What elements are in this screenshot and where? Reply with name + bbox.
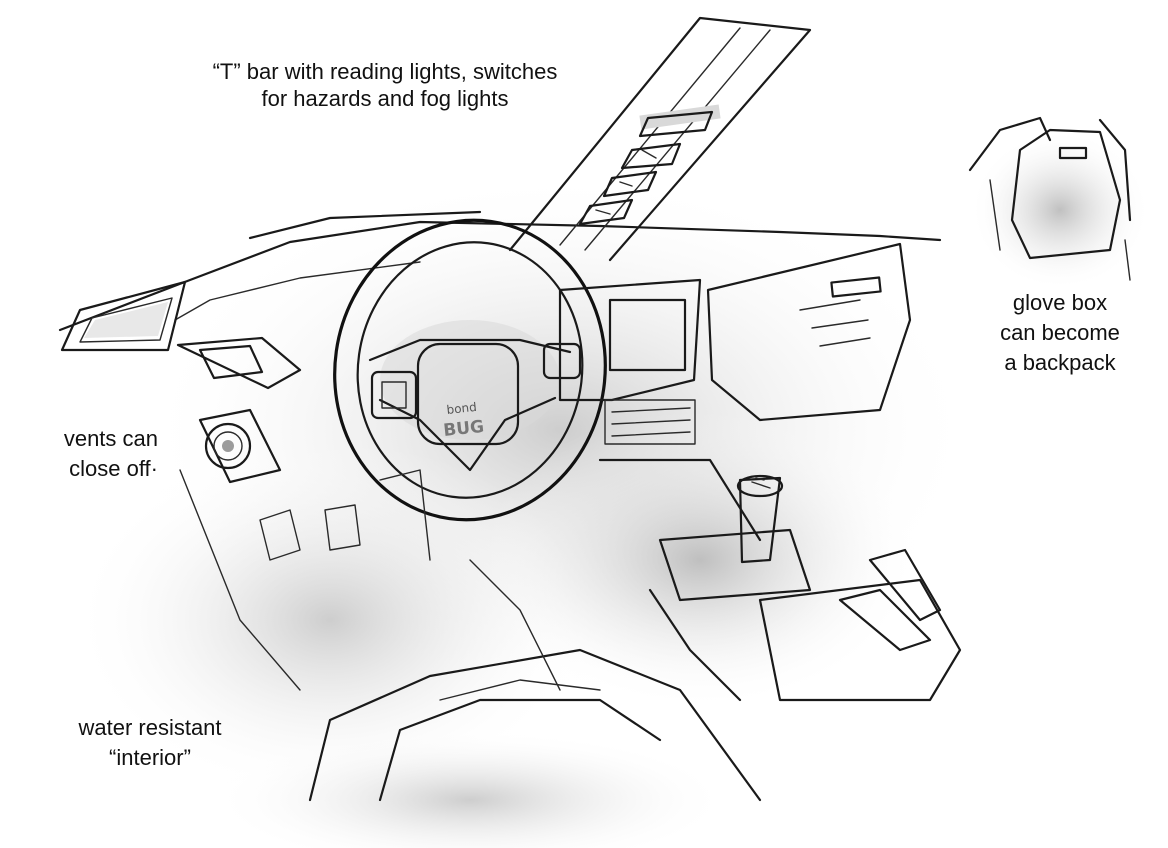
glove-box-annotation: glove box can become a backpack bbox=[985, 288, 1135, 378]
vents-annotation-line-1: vents can bbox=[63, 426, 158, 451]
vents-annotation-line-2: close off· bbox=[69, 456, 158, 481]
backpack-illustration bbox=[968, 116, 1132, 281]
badge-brand-top: bond bbox=[446, 400, 477, 417]
water-resistant-annotation: water resistant “interior” bbox=[50, 713, 250, 773]
gear-shifter bbox=[658, 474, 812, 602]
t-bar-annotation: “T” bar with reading lights, switches fo… bbox=[180, 58, 590, 112]
glove-box-annotation-line-1: glove box bbox=[1012, 290, 1108, 315]
steering-badge: bond BUG bbox=[442, 400, 485, 441]
t-bar-console bbox=[508, 16, 812, 262]
glove-box-annotation-line-3: a backpack bbox=[1004, 350, 1116, 375]
instrument-panel bbox=[558, 278, 702, 445]
t-bar-annotation-line-1: “T” bar with reading lights, switches bbox=[212, 59, 558, 84]
background-shading bbox=[70, 130, 1150, 848]
driver-seat bbox=[308, 648, 762, 802]
left-mirror bbox=[60, 280, 187, 352]
steering-wheel bbox=[333, 218, 607, 522]
vents-annotation: vents can close off· bbox=[46, 424, 158, 484]
water-resistant-annotation-line-1: water resistant bbox=[78, 715, 222, 740]
handbrake bbox=[838, 548, 942, 652]
center-console bbox=[598, 458, 962, 702]
water-resistant-annotation-line-2: “interior” bbox=[109, 745, 191, 770]
glove-box-annotation-line-2: can become bbox=[1000, 320, 1120, 345]
left-vents bbox=[176, 336, 302, 484]
footwell bbox=[179, 469, 561, 691]
glove-box bbox=[706, 242, 912, 422]
dashboard-top bbox=[58, 210, 942, 332]
badge-brand-bottom: BUG bbox=[442, 417, 485, 441]
t-bar-annotation-line-2: for hazards and fog lights bbox=[261, 86, 509, 111]
